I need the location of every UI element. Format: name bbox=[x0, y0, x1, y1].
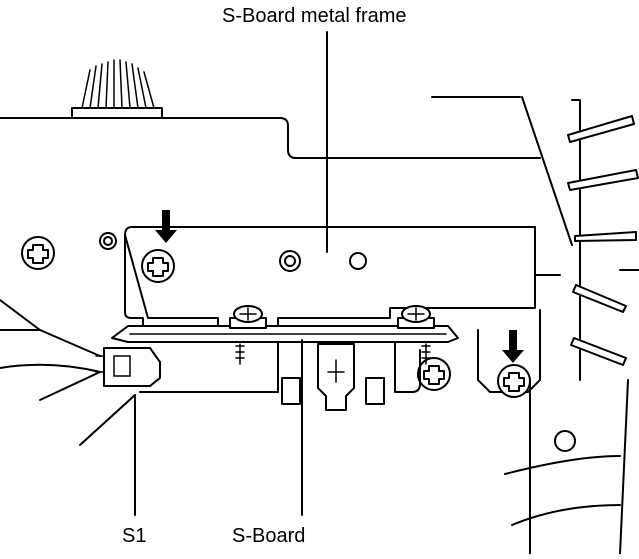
s1-switch bbox=[95, 347, 161, 387]
screw-left-outer bbox=[21, 236, 55, 270]
heat-sink-fins bbox=[567, 115, 639, 366]
left-lines bbox=[0, 299, 136, 446]
chassis-panel bbox=[0, 117, 541, 159]
metal-frame bbox=[124, 226, 536, 333]
board-components bbox=[139, 341, 431, 411]
left-cable bbox=[0, 329, 101, 401]
screw-frame-right bbox=[497, 364, 531, 398]
frame-label: S-Board metal frame bbox=[222, 5, 407, 27]
frame-holes bbox=[99, 232, 576, 452]
arrow-down-left-icon bbox=[155, 210, 177, 243]
board-screw-1 bbox=[229, 305, 267, 329]
s-board-label: S-Board bbox=[232, 525, 306, 547]
arrow-down-right-icon bbox=[502, 330, 524, 363]
s1-label: S1 bbox=[122, 525, 147, 547]
right-bracket bbox=[431, 96, 639, 555]
wire-bundle bbox=[71, 59, 163, 119]
screw-frame-left bbox=[141, 249, 175, 283]
screw-board-right bbox=[417, 357, 451, 391]
board-screw-2 bbox=[397, 305, 435, 329]
